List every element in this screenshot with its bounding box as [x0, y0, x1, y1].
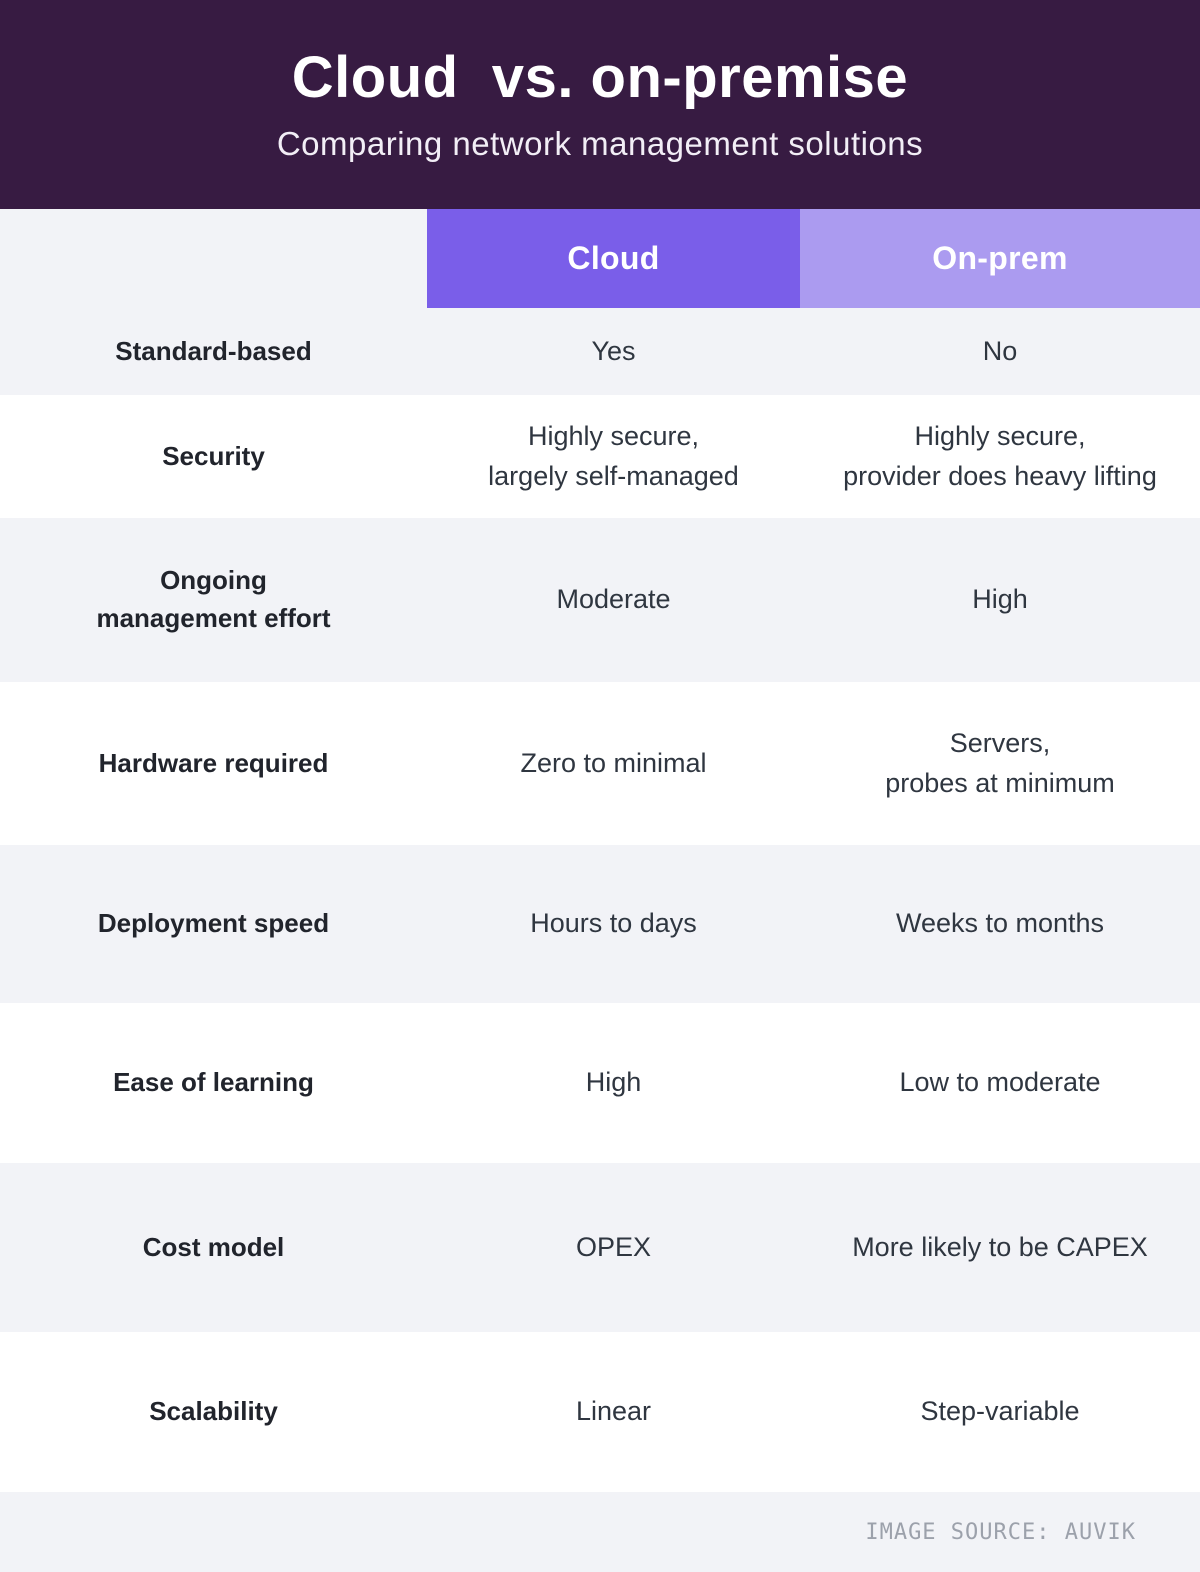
- onprem-value: No: [982, 335, 1018, 366]
- onprem-value: Weeks to months: [895, 908, 1105, 939]
- table-row-standard-based: Standard-based Yes No: [0, 308, 1200, 395]
- row-label: Scalability: [149, 1396, 278, 1427]
- page-title: Cloud vs. on-premise: [291, 44, 909, 110]
- row-label: Cost model: [142, 1231, 285, 1262]
- cloud-value: Hours to days: [530, 908, 697, 939]
- row-label: Standard-based: [115, 335, 312, 366]
- table-row-ease-of-learning: Ease of learning High Low to moderate: [0, 1003, 1200, 1163]
- cloud-value: Linear: [575, 1396, 652, 1427]
- banner: Cloud vs. on-premise Comparing network m…: [0, 0, 1200, 209]
- cloud-value: Moderate: [556, 584, 671, 615]
- onprem-value: Servers, probes at minimum: [885, 728, 1115, 798]
- cloud-value: High: [585, 1067, 642, 1098]
- column-header-cloud: Cloud: [427, 209, 800, 308]
- onprem-value: More likely to be CAPEX: [852, 1231, 1148, 1262]
- column-header-onprem: On-prem: [800, 209, 1200, 308]
- image-source-credit: IMAGE SOURCE: AUVIK: [865, 1519, 1136, 1545]
- cloud-value: OPEX: [575, 1231, 652, 1262]
- row-label: Security: [162, 440, 265, 471]
- table-row-scalability: Scalability Linear Step-variable: [0, 1332, 1200, 1492]
- cloud-value: Highly secure, largely self-managed: [488, 421, 739, 491]
- onprem-value: Step-variable: [920, 1396, 1080, 1427]
- row-label: Hardware required: [98, 747, 329, 778]
- row-label: Ease of learning: [113, 1067, 314, 1098]
- table-row-ongoing-management-effort: Ongoing management effort Moderate High: [0, 518, 1200, 682]
- page-subtitle: Comparing network management solutions: [276, 125, 924, 163]
- table-row-cost-model: Cost model OPEX More likely to be CAPEX: [0, 1163, 1200, 1332]
- onprem-value: High: [972, 584, 1028, 615]
- footer: IMAGE SOURCE: AUVIK: [0, 1492, 1200, 1572]
- onprem-value: Highly secure, provider does heavy lifti…: [843, 421, 1157, 491]
- table-row-deployment-speed: Deployment speed Hours to days Weeks to …: [0, 845, 1200, 1003]
- row-label: Ongoing management effort: [96, 565, 331, 633]
- cloud-value: Zero to minimal: [520, 747, 707, 778]
- cloud-value: Yes: [591, 335, 636, 366]
- column-header-row: Cloud On-prem: [0, 209, 1200, 308]
- table-row-security: Security Highly secure, largely self-man…: [0, 395, 1200, 518]
- onprem-value: Low to moderate: [899, 1067, 1101, 1098]
- table-row-hardware-required: Hardware required Zero to minimal Server…: [0, 682, 1200, 845]
- row-label: Deployment speed: [97, 908, 330, 939]
